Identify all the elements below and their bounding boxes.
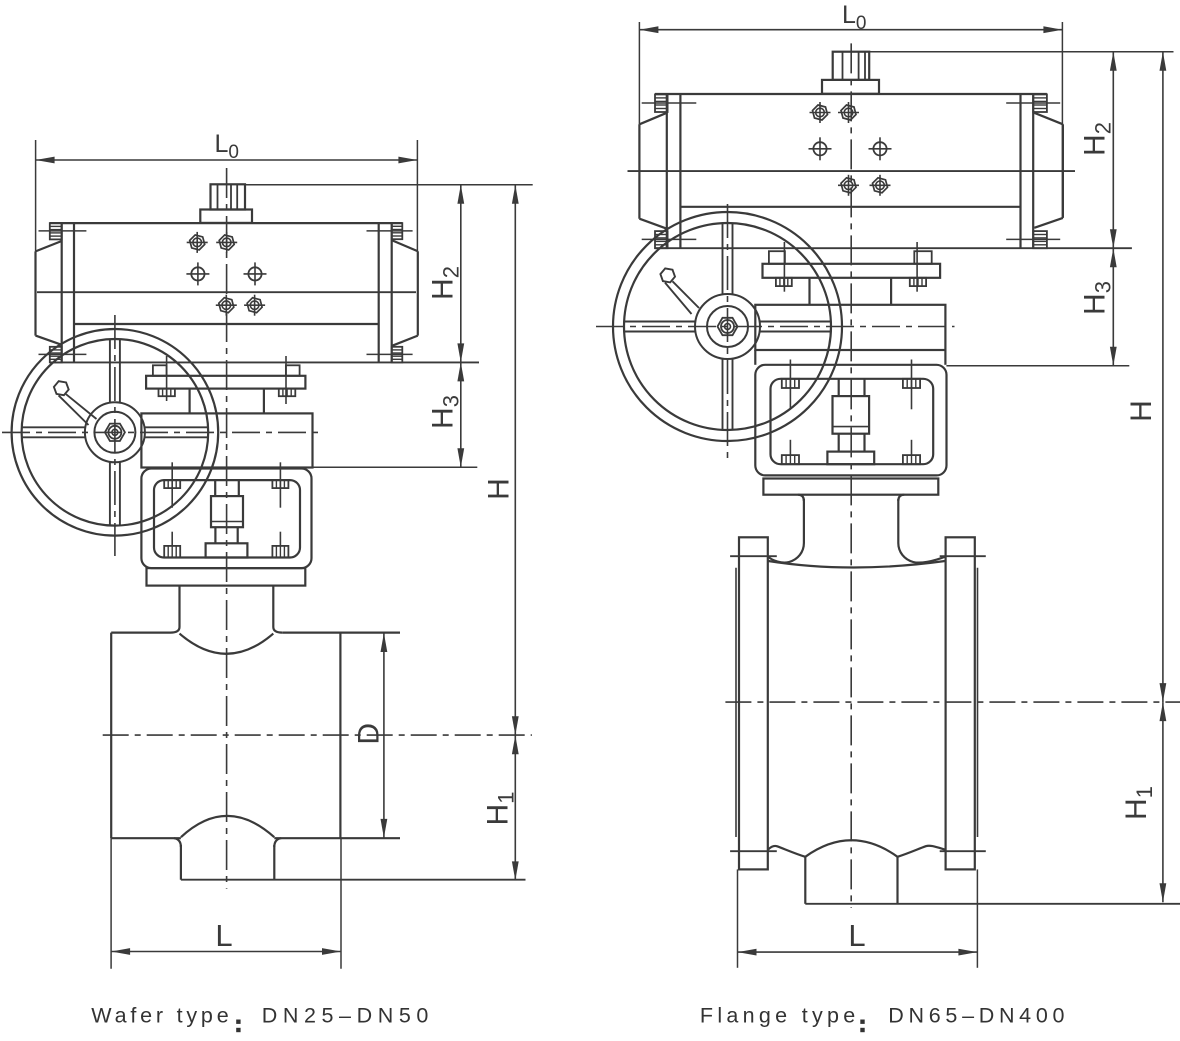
svg-text:Flange type: Flange type [700,1004,860,1028]
svg-text:D: D [353,723,386,745]
svg-text:H3: H3 [1079,281,1116,315]
svg-text:DN65–DN400: DN65–DN400 [888,1004,1069,1028]
svg-text:H: H [1125,400,1158,422]
svg-text:L: L [848,918,865,953]
svg-text:DN25–DN50: DN25–DN50 [262,1004,434,1028]
svg-text:H2: H2 [427,266,464,300]
svg-text:L: L [215,918,232,953]
svg-text:Wafer type: Wafer type [91,1004,232,1028]
svg-text:H1: H1 [482,792,519,826]
svg-text:H: H [483,478,516,500]
